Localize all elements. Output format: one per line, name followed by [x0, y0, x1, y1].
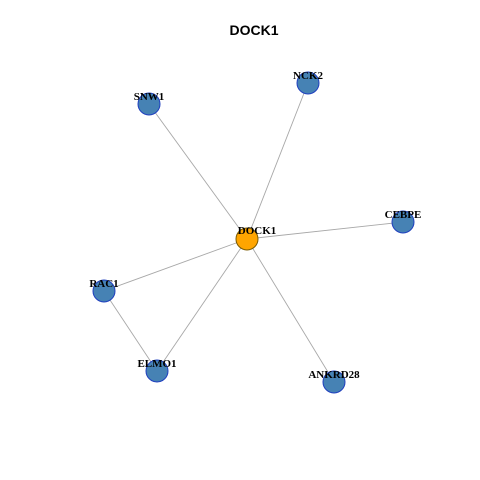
edge-dock1-nck2: [246, 82, 309, 240]
edge-dock1-cebpe: [246, 221, 404, 240]
edge-layer: [103, 82, 404, 383]
node-snw1: [137, 92, 161, 116]
node-label-rac1: RAC1: [89, 278, 118, 290]
edge-dock1-ankrd28: [246, 238, 335, 383]
node-nck2: [296, 71, 320, 95]
node-label-dock1: DOCK1: [238, 225, 277, 237]
node-label-snw1: SNW1: [134, 91, 165, 103]
diagram-title: DOCK1: [229, 22, 278, 38]
edge-dock1-elmo1: [156, 238, 248, 372]
node-rac1: [92, 279, 116, 303]
node-ankrd28: [322, 370, 346, 394]
node-label-cebpe: CEBPE: [385, 209, 422, 221]
edge-rac1-elmo1: [103, 290, 158, 372]
edge-dock1-rac1: [103, 238, 248, 292]
node-label-ankrd28: ANKRD28: [308, 369, 360, 381]
node-dock1: [235, 227, 259, 251]
node-label-nck2: NCK2: [293, 70, 323, 82]
edge-dock1-snw1: [148, 103, 248, 240]
node-label-elmo1: ELMO1: [137, 358, 176, 370]
node-elmo1: [145, 359, 169, 383]
node-cebpe: [391, 210, 415, 234]
